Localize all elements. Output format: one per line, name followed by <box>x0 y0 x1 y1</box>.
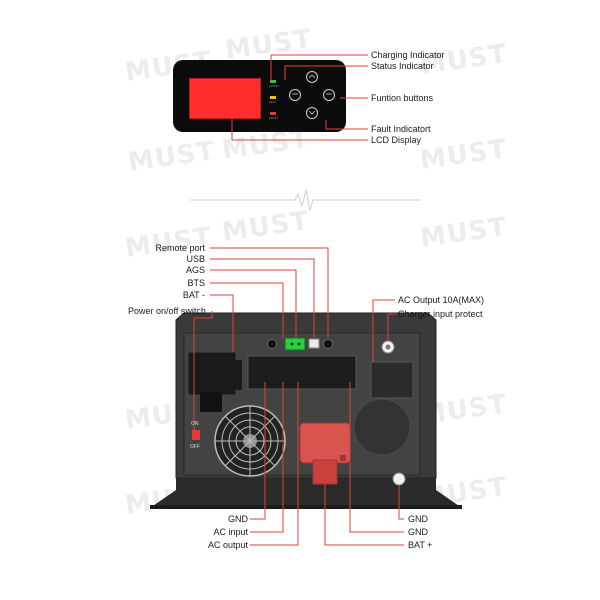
power-switch <box>192 430 200 440</box>
bts-connector <box>284 337 306 351</box>
remote-port-leader <box>210 247 329 338</box>
ac-input-leader <box>250 382 284 533</box>
bts-label: BTS <box>187 278 205 288</box>
usb-leader <box>210 258 315 338</box>
power-switch-label: Power on/off switch <box>128 306 206 316</box>
down-button[interactable] <box>306 107 318 119</box>
gnd-right-1-label: GND <box>408 514 428 524</box>
status-indicator-label: Status Indicator <box>371 61 434 71</box>
front-control-panel: AC/INV CHG FAULT <box>173 60 346 132</box>
chg-led-label: CHG <box>269 100 276 104</box>
fault-led-label: FAULT <box>269 116 279 120</box>
ac-output-leader <box>250 382 299 546</box>
down-arrow-icon <box>308 110 316 115</box>
power-switch-leader <box>193 311 213 430</box>
charger-input-protect-leader <box>387 313 396 340</box>
function-buttons-label: Funtion buttons <box>371 93 434 103</box>
fault-led <box>270 112 276 115</box>
gnd-right-1-leader <box>398 485 404 520</box>
up-button[interactable] <box>306 71 318 83</box>
bat-positive-cover <box>299 422 351 485</box>
lcd-display-leader <box>231 117 368 141</box>
bat-positive-leader <box>324 484 404 546</box>
switch-on-label: ON <box>191 421 199 427</box>
ac-output-10a-label: AC Output 10A(MAX) <box>398 295 485 305</box>
up-arrow-icon <box>308 74 316 79</box>
ac-output-10a-leader <box>372 299 395 362</box>
bts-leader <box>210 282 284 338</box>
fault-indicator-leader <box>325 120 368 130</box>
charging-indicator-leader <box>270 54 368 81</box>
remote-port-label: Remote port <box>155 243 205 253</box>
ags-leader <box>210 269 297 338</box>
switch-off-label: OFF <box>190 444 200 450</box>
gnd-right-2-leader <box>349 382 404 533</box>
fault-indicator-label: Fault Indicatort <box>371 124 431 134</box>
bat-negative-port <box>267 339 277 349</box>
ac-output-label: AC output <box>207 540 248 550</box>
bat-positive-label: BAT + <box>408 540 433 550</box>
ac-input-label: AC input <box>213 527 248 537</box>
ac-inv-led-label: AC/INV <box>269 84 280 88</box>
enter-button[interactable] <box>289 89 301 101</box>
status-indicator-leader <box>284 65 368 80</box>
ac-inv-led <box>270 80 276 83</box>
cooling-fan <box>214 405 286 477</box>
esc-button[interactable] <box>323 89 335 101</box>
gnd-right-2-label: GND <box>408 527 428 537</box>
remote-port <box>323 339 333 349</box>
usb-port <box>308 338 320 349</box>
gnd-left-leader <box>250 382 266 520</box>
charger-input-protect-label: Charger input protect <box>398 309 483 319</box>
ags-label: AGS <box>185 265 205 275</box>
lcd-display <box>189 78 261 119</box>
section-divider <box>190 189 420 211</box>
charging-indicator-label: Charging Indicator <box>371 50 445 60</box>
bat-negative-leader <box>210 294 234 352</box>
inverter-rear-view <box>150 312 462 509</box>
bat-negative-label: BAT - <box>182 290 205 300</box>
usb-label: USB <box>186 254 205 264</box>
gnd-left-label: GND <box>228 514 248 524</box>
chg-led <box>270 96 276 99</box>
lcd-display-label: LCD Display <box>371 135 422 145</box>
